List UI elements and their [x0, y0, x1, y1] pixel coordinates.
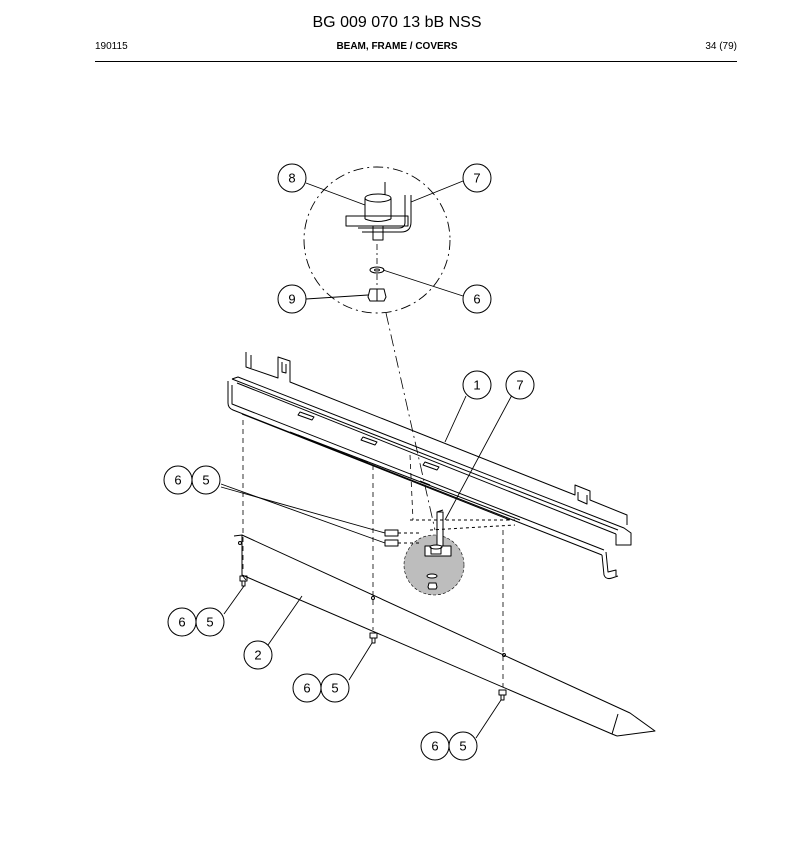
screws-beam — [384, 519, 516, 547]
callout-label: 2 — [254, 648, 261, 663]
alignment-lines — [242, 420, 504, 687]
cover-part-2 — [233, 534, 656, 737]
document-number: 190115 — [95, 41, 128, 52]
callout-label: 8 — [288, 171, 295, 186]
detail-view — [303, 166, 451, 531]
document-title: BG 009 070 13 bB NSS — [312, 14, 482, 31]
page-number: 34 (79) — [705, 41, 737, 52]
callout-label: 6 — [178, 615, 185, 630]
callout-label: 6 — [174, 473, 181, 488]
callout-label: 1 — [473, 378, 480, 393]
callout-label: 7 — [516, 378, 523, 393]
callout-label: 6 — [473, 292, 480, 307]
section-title: BEAM, FRAME / COVERS — [336, 41, 458, 52]
callout-label: 5 — [331, 681, 338, 696]
callouts — [163, 163, 535, 761]
header-rule — [95, 61, 737, 62]
leader-lines — [220, 180, 513, 739]
bracket-part-7 — [403, 509, 465, 596]
callout-label: 5 — [459, 739, 466, 754]
callout-label: 5 — [206, 615, 213, 630]
screws-cover — [239, 575, 507, 701]
callout-label: 6 — [303, 681, 310, 696]
callout-label: 9 — [288, 292, 295, 307]
callout-label: 6 — [431, 739, 438, 754]
beam-part-1 — [227, 352, 632, 580]
callout-label: 5 — [202, 473, 209, 488]
callout-label: 7 — [473, 171, 480, 186]
